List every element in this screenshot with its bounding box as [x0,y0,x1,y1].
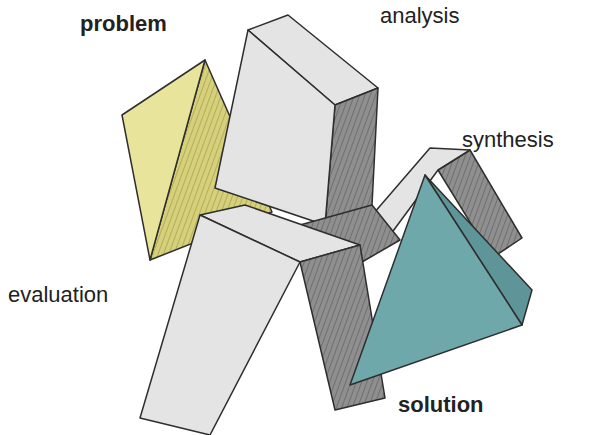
stage-label: evaluation [8,283,108,307]
stage-label: analysis [380,4,459,28]
stage-label: solution [398,393,484,417]
stage-label: synthesis [462,128,554,152]
stage-label: problem [80,12,167,36]
